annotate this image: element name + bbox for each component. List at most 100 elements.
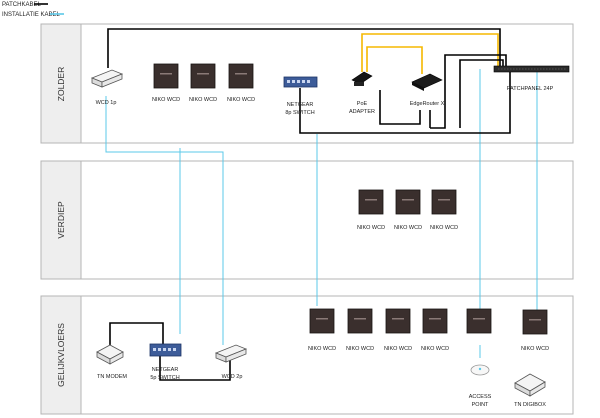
niko-wcd-gelijk-1: NIKO WCD: [308, 308, 336, 352]
poe-label-1: PoE: [357, 101, 368, 107]
patch-cable-switch-panel: [299, 67, 511, 134]
switch-port: [297, 80, 300, 83]
niko-socket-icon: [466, 308, 492, 334]
access-point-label-1: ACCESS: [469, 394, 492, 400]
legend-patch-label: PATCHKABEL: [2, 2, 41, 8]
router-label: EdgeRouter X: [410, 101, 445, 107]
niko-socket-port: [160, 73, 172, 75]
niko-socket-port: [529, 319, 541, 321]
niko-socket-port: [354, 318, 366, 320]
niko-wcd-zolder-1: NIKO WCD: [152, 63, 180, 103]
patch-cable-router-poe: [379, 90, 421, 125]
niko-socket-icon: [358, 189, 384, 215]
legend: PATCHKABEL INSTALLATIE KABEL: [2, 2, 64, 18]
niko-socket-port: [438, 199, 450, 201]
floor-verdiep-label: VERDIEP: [56, 201, 66, 239]
poe-cable-router: [366, 46, 423, 74]
netgear-8p-switch: NETGEAR 8p SWITCH: [283, 76, 318, 116]
niko-socket-icon: [153, 63, 179, 89]
floor-gelijkvloers-band: [40, 295, 82, 415]
patch-cable-router-panel-a: [459, 59, 504, 128]
niko-socket-port: [316, 318, 328, 320]
access-point-label-2: POINT: [472, 402, 489, 408]
niko-wcd-label: NIKO WCD: [346, 346, 374, 352]
poe-cables: [361, 33, 499, 74]
switch-port: [168, 348, 171, 351]
floor-zolder-band: [40, 23, 82, 144]
poe-adapter-body: [354, 82, 364, 86]
floor-verdiep: VERDIEP: [40, 160, 574, 280]
niko-wcd-gelijk-3: NIKO WCD: [384, 308, 412, 352]
floor-verdiep-panel: [40, 160, 574, 280]
niko-socket-port: [365, 199, 377, 201]
niko-socket-icon: [309, 308, 335, 334]
modem-front: [109, 351, 124, 365]
modem-label: TN MODEM: [97, 374, 127, 380]
niko-wcd-label: NIKO WCD: [394, 225, 422, 231]
niko-wcd-label: NIKO WCD: [430, 225, 458, 231]
tn-modem: TN MODEM: [96, 344, 127, 380]
switch-port: [153, 348, 156, 351]
niko-socket-icon: [190, 63, 216, 89]
switch-port: [158, 348, 161, 351]
router-side: [412, 82, 424, 91]
niko-wcd-zolder-3: NIKO WCD: [227, 63, 255, 103]
niko-wcd-label: NIKO WCD: [308, 346, 336, 352]
niko-wcd-verdiep-1: NIKO WCD: [357, 189, 385, 231]
niko-socket-icon: [228, 63, 254, 89]
install-cable-wcd1p-wcd2p: [105, 96, 224, 345]
niko-socket-icon: [431, 189, 457, 215]
wcd-2p: WCD 2p: [214, 344, 248, 380]
patch-cable-modem-switch: [109, 322, 164, 345]
niko-wcd-label: NIKO WCD: [384, 346, 412, 352]
niko-wcd-label: NIKO WCD: [357, 225, 385, 231]
niko-socket-icon: [347, 308, 373, 334]
edgerouter-x: EdgeRouter X: [410, 73, 445, 107]
patch-cables: [107, 28, 511, 381]
niko-wcd-label: NIKO WCD: [227, 97, 255, 103]
poe-cable-patchpanel: [361, 33, 499, 72]
niko-wcd-label: NIKO WCD: [152, 97, 180, 103]
poe-adapter: PoE ADAPTER: [349, 71, 375, 115]
niko-socket-port: [429, 318, 441, 320]
switch-8p-label-1: NETGEAR: [287, 102, 314, 108]
niko-socket-icon: [385, 308, 411, 334]
niko-socket-port: [197, 73, 209, 75]
switch-icon: [283, 76, 318, 88]
switch-5p-label-2: 5p SWITCH: [150, 375, 179, 381]
wcd-1p: WCD 1p: [90, 69, 124, 106]
niko-wcd-label: NIKO WCD: [189, 97, 217, 103]
niko-socket-port: [473, 318, 485, 320]
wcd-1p-label: WCD 1p: [96, 100, 117, 106]
niko-socket-port: [392, 318, 404, 320]
access-point: ACCESS POINT: [469, 345, 492, 408]
patchpanel-label: PATCHPANEL 24P: [507, 86, 554, 92]
tn-digibox: TN DIGIBOX: [514, 373, 546, 408]
niko-socket-icon: [522, 309, 548, 335]
niko-wcd-zolder-2: NIKO WCD: [189, 63, 217, 103]
niko-socket-port: [235, 73, 247, 75]
niko-socket-icon: [422, 308, 448, 334]
switch-port: [173, 348, 176, 351]
switch-8p-label-2: 8p SWITCH: [285, 110, 314, 116]
floor-gelijkvloers-label: GELIJKVLOERS: [56, 323, 66, 387]
access-point-led: [478, 367, 482, 371]
digibox-front: [529, 381, 546, 397]
switch-port: [307, 80, 310, 83]
switch-5p-label-1: NETGEAR: [152, 367, 179, 373]
patchpanel-24p: PATCHPANEL 24P: [493, 65, 570, 92]
patch-cable-switch-wcd2p: [159, 356, 231, 381]
niko-wcd-digibox: NIKO WCD: [521, 309, 549, 352]
niko-socket-port: [402, 199, 414, 201]
switch-port: [163, 348, 166, 351]
patch-cable-wcd1p-panel: [107, 28, 501, 68]
wcd-1p-front: [101, 73, 123, 88]
niko-socket-icon: [395, 189, 421, 215]
netgear-5p-switch: NETGEAR 5p SWITCH: [149, 343, 182, 381]
patch-cable-router-panel-b: [430, 54, 507, 129]
floor-verdiep-band: [40, 160, 82, 280]
niko-wcd-digibox-label: NIKO WCD: [521, 346, 549, 352]
digibox-label: TN DIGIBOX: [514, 402, 546, 408]
switch-port: [287, 80, 290, 83]
